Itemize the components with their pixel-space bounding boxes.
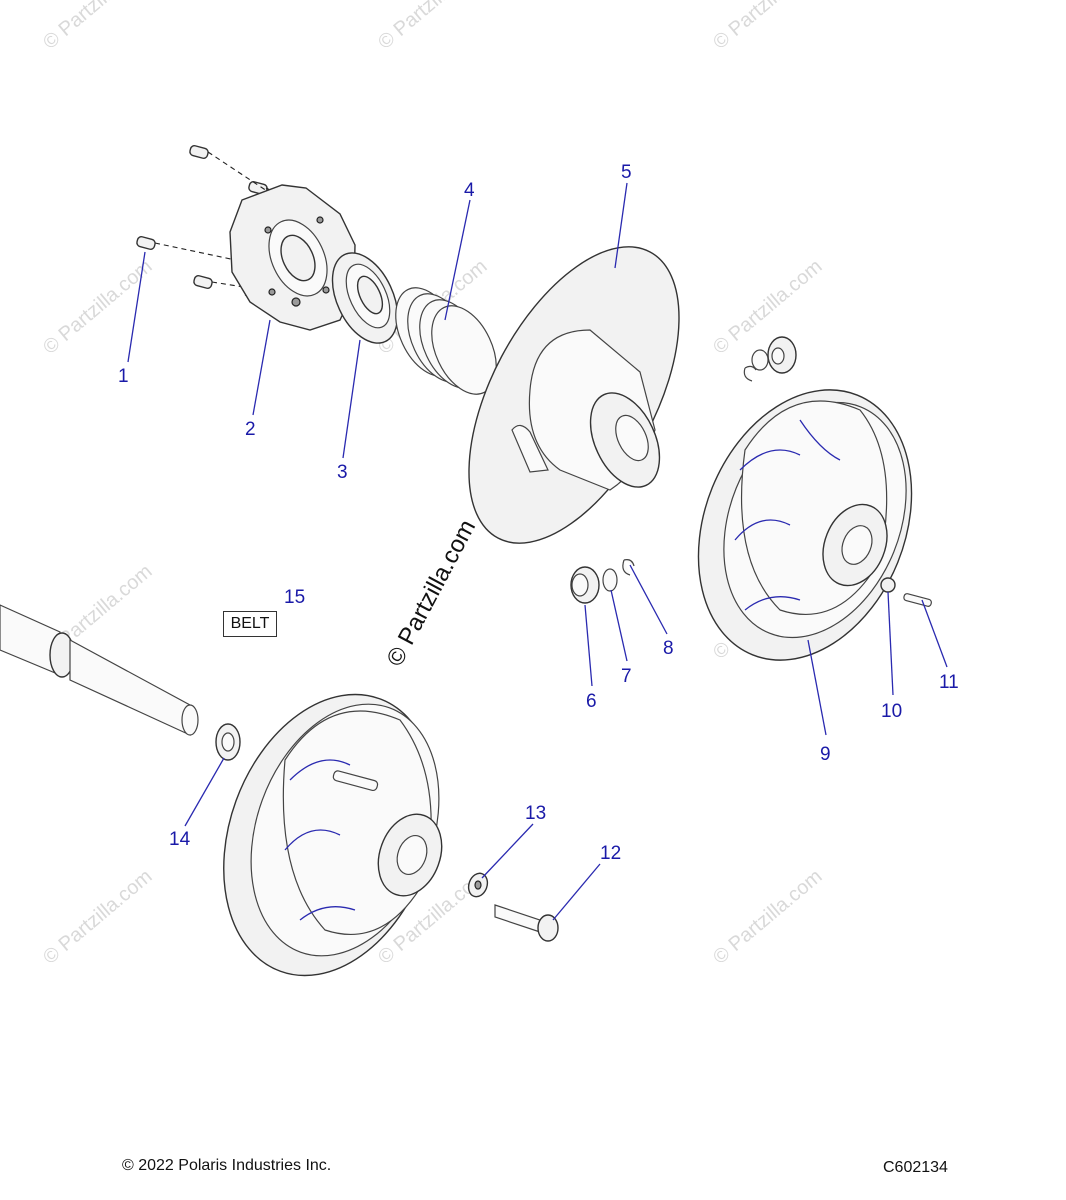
callout-15: 15 — [284, 587, 305, 608]
callout-1: 1 — [118, 366, 129, 387]
callout-3: 3 — [337, 462, 348, 483]
spring — [395, 287, 497, 395]
callout-labels: 1 2 3 4 5 6 7 8 9 10 11 12 13 14 15 — [118, 162, 959, 864]
belt-label-box: BELT — [223, 611, 277, 637]
callout-12: 12 — [600, 843, 621, 864]
watermark: © Partzilla.com — [39, 865, 156, 968]
bolt — [494, 904, 559, 942]
watermark: © Partzilla.com — [709, 255, 826, 358]
moveable-sheave — [468, 246, 680, 544]
callout-4: 4 — [464, 180, 475, 201]
shaft — [0, 604, 199, 736]
roller-clip-upper — [743, 336, 797, 382]
callout-2: 2 — [245, 419, 256, 440]
callout-14: 14 — [169, 829, 191, 850]
callout-5: 5 — [621, 162, 632, 183]
cover-plate — [229, 184, 356, 331]
roller-set — [570, 559, 635, 604]
callout-6: 6 — [586, 691, 597, 712]
footer-copyright: © 2022 Polaris Industries Inc. — [122, 1157, 332, 1174]
callout-7: 7 — [621, 666, 632, 687]
leader-lines — [127, 182, 948, 921]
washer — [215, 723, 241, 761]
watermark: © Partzilla.com — [374, 0, 491, 54]
footer-diagram-code: C602134 — [883, 1159, 948, 1176]
center-watermark: © Partzilla.com — [381, 515, 481, 670]
watermark: © Partzilla.com — [709, 865, 826, 968]
bushing — [331, 252, 399, 344]
washer-small — [467, 872, 489, 898]
driven-sheave — [697, 389, 913, 661]
screws — [136, 145, 323, 327]
watermark: © Partzilla.com — [39, 255, 156, 358]
callout-10: 10 — [881, 701, 902, 722]
callout-13: 13 — [525, 803, 546, 824]
fixed-sheave — [223, 693, 443, 977]
watermark: © Partzilla.com — [709, 0, 826, 54]
callout-11: 11 — [939, 672, 959, 693]
callout-9: 9 — [820, 744, 831, 765]
watermark: © Partzilla.com — [39, 0, 156, 54]
callout-8: 8 — [663, 638, 674, 659]
